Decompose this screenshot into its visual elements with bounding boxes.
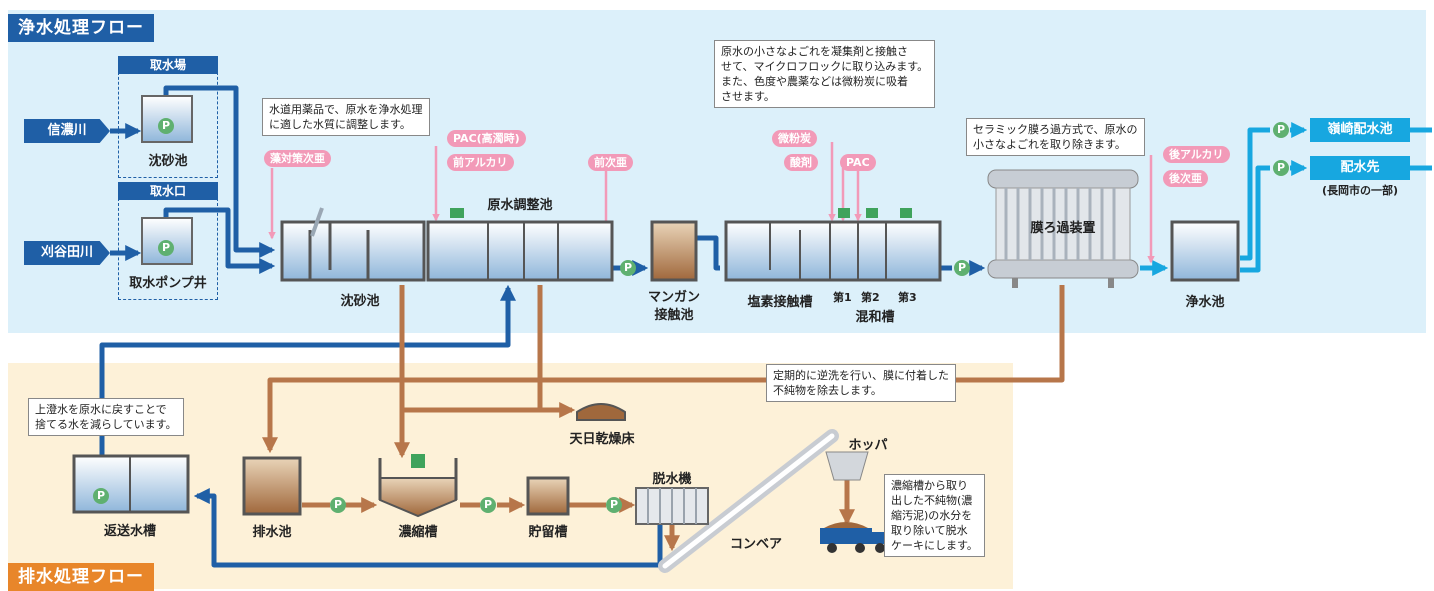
source-shinano-river: 信濃川 <box>24 119 110 143</box>
pump-icon: P <box>954 260 970 276</box>
membrane-label: 膜ろ過装置 <box>1030 221 1096 236</box>
storage-tank-label: 貯留槽 <box>528 525 568 540</box>
note-return: 上澄水を原水に戻すことで 捨てる水を減らしています。 <box>28 398 184 436</box>
raw-water-adjust-label: 原水調整池 <box>487 198 553 213</box>
drying-bed-label: 天日乾燥床 <box>569 432 635 447</box>
clear-well-label: 浄水池 <box>1185 295 1225 310</box>
hopper-label: ホッパ <box>848 438 888 453</box>
thickener-label: 濃縮槽 <box>398 525 438 540</box>
truck <box>820 522 888 553</box>
mixing-stage-1-label: 第1 <box>833 291 852 304</box>
drain-pond-label: 排水池 <box>252 525 292 540</box>
intake-station-header: 取水場 <box>118 56 218 74</box>
conveyor <box>658 429 839 573</box>
pump-icon: P <box>480 497 496 513</box>
source-kariyata-river: 刈谷田川 <box>24 241 110 265</box>
pump-icon: P <box>93 488 109 504</box>
chem-powdered-carbon: 微粉炭 <box>772 130 817 147</box>
membrane-unit <box>987 169 1139 288</box>
intake-header: 取水口 <box>118 182 218 200</box>
dest-distribution: 配水先 <box>1310 156 1410 180</box>
return-tank-label: 返送水槽 <box>103 524 156 539</box>
wastewater-treatment-title: 排水処理フロー <box>8 563 154 591</box>
pump-icon: P <box>1273 122 1289 138</box>
dest-reizaki-reservoir: 嶺崎配水池 <box>1310 118 1410 142</box>
mixing-tank-label: 混和槽 <box>855 310 895 325</box>
note-backwash: 定期的に逆洗を行い、膜に付着した 不純物を除去します。 <box>766 364 956 402</box>
note-chemicals: 水道用薬品で、原水を浄水処理 に適した水質に調整します。 <box>262 98 430 136</box>
pump-icon: P <box>1273 160 1289 176</box>
dewatering-label: 脱水機 <box>652 472 692 487</box>
pump-icon: P <box>330 497 346 513</box>
grit-tank-label: 沈砂池 <box>148 154 188 169</box>
pump-icon: P <box>606 497 622 513</box>
pump-icon: P <box>158 240 174 256</box>
water-treatment-title: 浄水処理フロー <box>8 14 154 42</box>
chem-acid: 酸剤 <box>784 154 818 171</box>
conveyor-label: コンベア <box>729 537 782 552</box>
note-membrane: セラミック膜ろ過方式で、原水の 小さなよごれを取り除きます。 <box>966 118 1145 156</box>
chem-post-alkali: 後アルカリ <box>1163 146 1230 163</box>
grit-basin-label: 沈砂池 <box>340 294 380 309</box>
mixing-stage-2-label: 第2 <box>861 291 880 304</box>
chem-pre-alkali: 前アルカリ <box>447 154 514 171</box>
pump-icon: P <box>158 118 174 134</box>
chlorine-contact-label: 塩素接触槽 <box>747 295 813 310</box>
note-coagulation: 原水の小さなよごれを凝集剤と接触さ せて、マイクロフロックに取り込みます。 また… <box>714 40 936 108</box>
chem-pac-high-turbidity: PAC(高濁時) <box>447 130 526 147</box>
chem-algae-chlorine: 藻対策次亜 <box>264 150 331 167</box>
intake-pump-well-label: 取水ポンプ井 <box>129 276 207 291</box>
note-sludge: 濃縮槽から取り 出した不純物(濃 縮汚泥)の水分を 取り除いて脱水 ケーキにしま… <box>884 474 985 557</box>
dest-distribution-note: (長岡市の一部) <box>1321 184 1399 197</box>
chem-post-chlorine: 後次亜 <box>1163 170 1208 187</box>
mixing-stage-3-label: 第3 <box>898 291 917 304</box>
chem-pac: PAC <box>840 154 876 171</box>
pump-icon: P <box>620 260 636 276</box>
manganese-label: マンガン 接触池 <box>647 290 700 323</box>
chem-pre-chlorine: 前次亜 <box>588 154 633 171</box>
